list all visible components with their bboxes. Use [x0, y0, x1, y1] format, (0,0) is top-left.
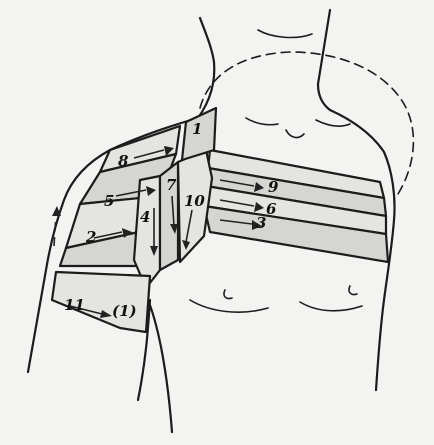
- label-turn-9: 9: [268, 178, 279, 196]
- label-turn-1-repeat: (1): [112, 302, 137, 320]
- label-turn-8: 8: [118, 152, 129, 170]
- label-turn-1: 1: [192, 120, 202, 138]
- label-turn-4: 4: [140, 208, 150, 226]
- label-turn-3: 3: [256, 214, 266, 232]
- label-turn-10: 10: [184, 192, 205, 210]
- label-turn-5: 5: [104, 192, 114, 210]
- label-turn-11: 11: [64, 296, 85, 314]
- label-turn-2: 2: [85, 228, 96, 246]
- label-turn-6: 6: [266, 200, 277, 218]
- label-turn-7: 7: [166, 176, 177, 194]
